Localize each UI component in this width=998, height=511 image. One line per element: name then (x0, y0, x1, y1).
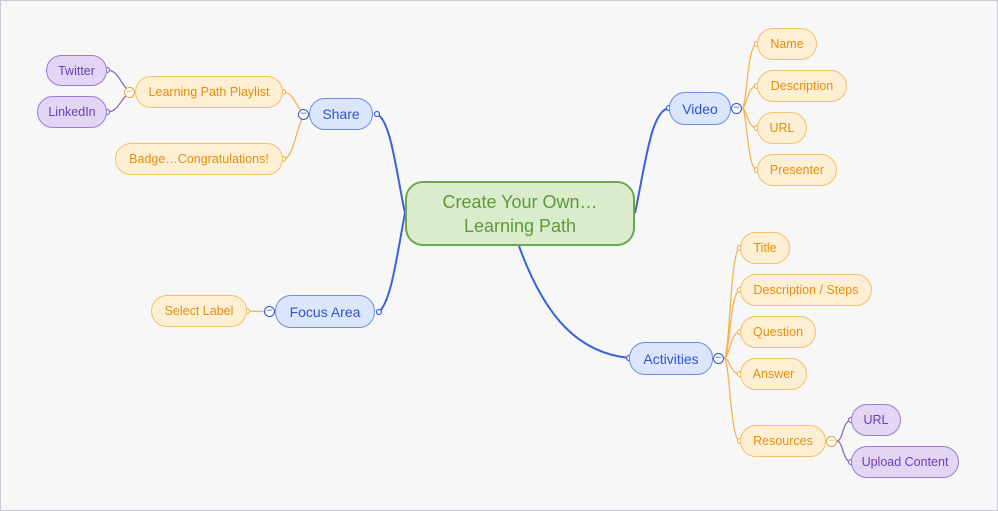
resources-url-node[interactable]: URL (851, 404, 901, 436)
link-act-resources (723, 357, 741, 442)
activities-node[interactable]: Activities (629, 342, 713, 375)
link-root-video (634, 107, 670, 214)
learning-path-playlist-node[interactable]: Learning Path Playlist (135, 76, 283, 108)
linkedin-node[interactable]: LinkedIn (37, 96, 107, 128)
select-label-node[interactable]: Select Label (151, 295, 247, 327)
share-node[interactable]: Share (309, 98, 373, 130)
link-video-description (741, 85, 758, 109)
share-collapse-toggle[interactable]: − (298, 109, 309, 120)
link-root-activities (518, 245, 630, 359)
link-resources-url (836, 419, 852, 442)
resources-node[interactable]: Resources (740, 425, 826, 457)
badge-node[interactable]: Badge…Congratulations! (115, 143, 283, 175)
resources-collapse-toggle[interactable]: − (826, 436, 837, 447)
video-collapse-toggle[interactable]: − (731, 103, 742, 114)
link-video-name (741, 43, 758, 109)
activity-description-steps-node[interactable]: Description / Steps (740, 274, 872, 306)
activity-question-node[interactable]: Question (740, 316, 816, 348)
link-resources-upload (836, 440, 852, 463)
video-presenter-node[interactable]: Presenter (757, 154, 837, 186)
link-video-presenter (741, 107, 758, 171)
upload-content-node[interactable]: Upload Content (851, 446, 959, 478)
video-name-node[interactable]: Name (757, 28, 817, 60)
root-node[interactable]: Create Your Own… Learning Path (405, 181, 635, 246)
playlist-collapse-toggle[interactable]: − (124, 87, 135, 98)
video-node[interactable]: Video (669, 92, 731, 125)
link-root-share (376, 113, 406, 214)
activity-answer-node[interactable]: Answer (740, 358, 807, 390)
link-share-badge (282, 113, 310, 160)
twitter-node[interactable]: Twitter (46, 55, 107, 86)
focus-area-collapse-toggle[interactable]: − (264, 306, 275, 317)
video-url-node[interactable]: URL (757, 112, 807, 144)
activities-collapse-toggle[interactable]: − (713, 353, 724, 364)
link-root-focus (378, 212, 406, 313)
activity-title-node[interactable]: Title (740, 232, 790, 264)
video-description-node[interactable]: Description (757, 70, 847, 102)
focus-area-node[interactable]: Focus Area (275, 295, 375, 328)
